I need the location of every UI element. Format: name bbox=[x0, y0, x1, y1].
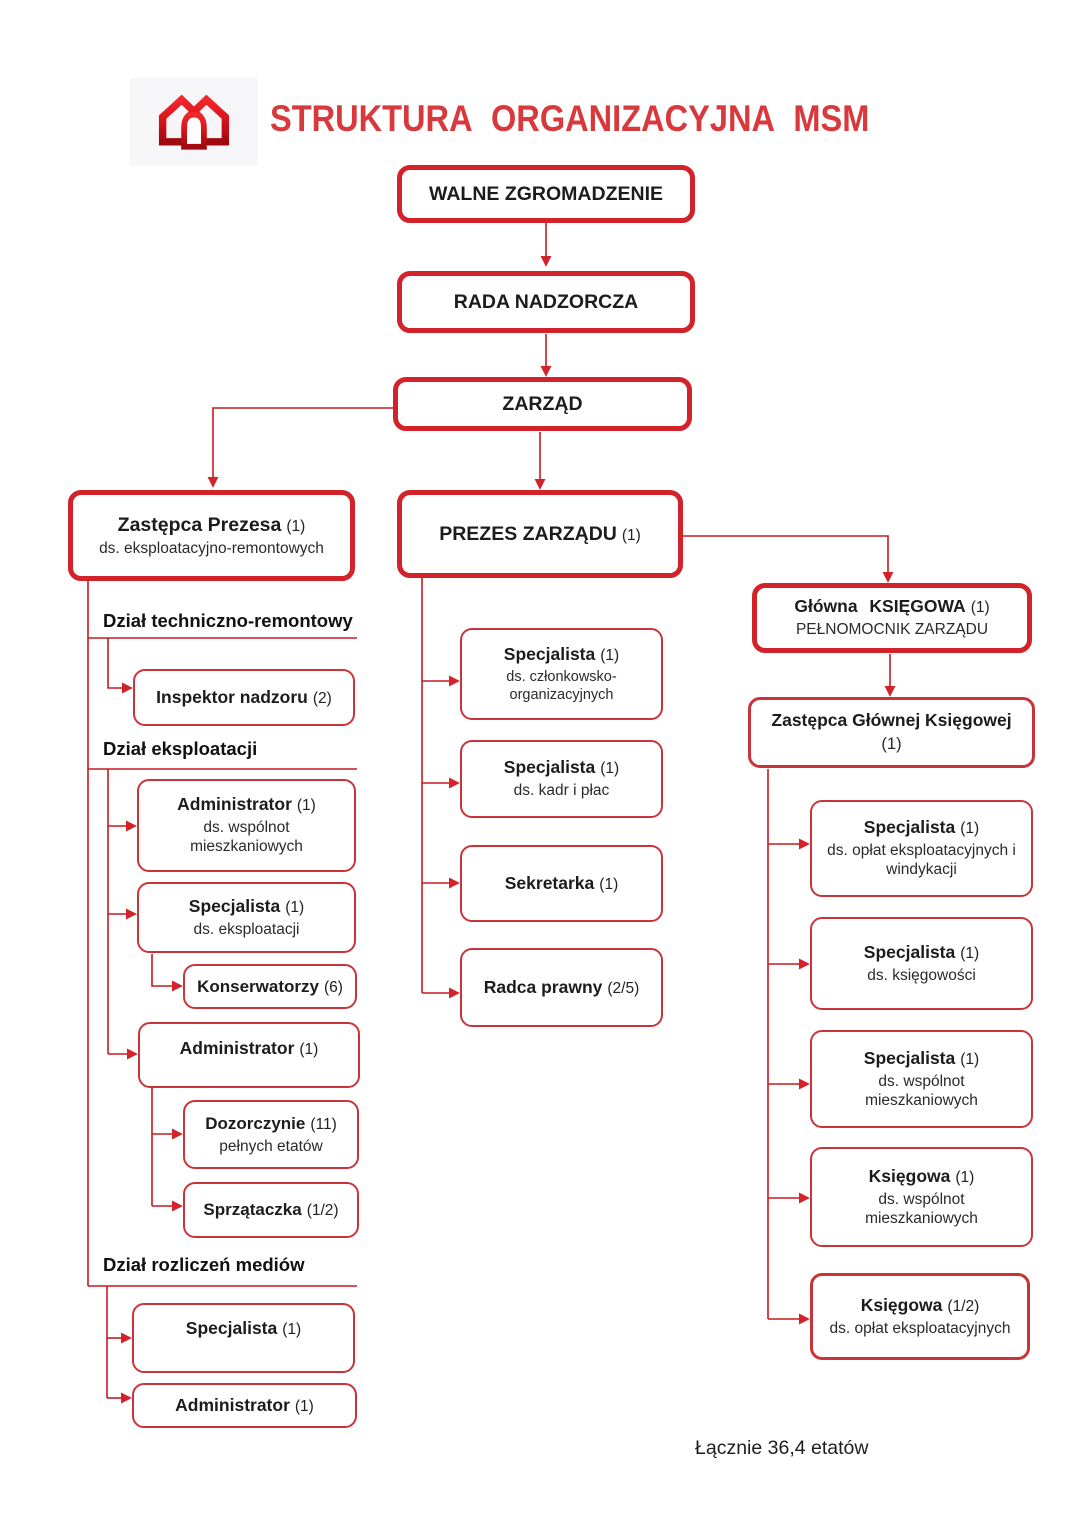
node-count: (1) bbox=[960, 944, 980, 962]
node-prezes-zarzadu: PREZES ZARZĄDU(1) bbox=[397, 490, 683, 578]
node-title: Specjalista bbox=[863, 817, 956, 838]
node-subtitle: ds. wspólnot mieszkaniowych bbox=[865, 1190, 978, 1227]
node-count: (1) bbox=[955, 1168, 975, 1186]
node-administrator-2: Administrator(1) bbox=[138, 1022, 360, 1088]
node-title: Radca prawny bbox=[483, 976, 603, 997]
node-title: Konserwatorzy bbox=[197, 976, 319, 996]
section-dzial-techniczno-remontowy: Dział techniczno-remontowy bbox=[103, 610, 353, 631]
node-administrator-wspolnot: Administrator(1) ds. wspólnot mieszkanio… bbox=[137, 779, 356, 872]
node-inspektor-nadzoru: Inspektor nadzoru(2) bbox=[133, 669, 355, 726]
node-count: (1) bbox=[881, 735, 902, 754]
node-title: ZARZĄD bbox=[502, 392, 583, 415]
node-count: (1) bbox=[600, 646, 620, 664]
node-title: Specjalista bbox=[503, 757, 596, 778]
node-count: (1) bbox=[960, 820, 980, 838]
node-sekretarka: Sekretarka(1) bbox=[460, 845, 663, 922]
node-title: Specjalista bbox=[863, 941, 956, 962]
node-radca-prawny: Radca prawny(2/5) bbox=[460, 948, 663, 1027]
node-specjalista-ksiegowosci: Specjalista(1) ds. księgowości bbox=[810, 917, 1033, 1010]
node-count: (1) bbox=[282, 1321, 302, 1338]
node-title: Specjalista bbox=[185, 1318, 278, 1338]
node-rada-nadzorcza: RADA NADZORCZA bbox=[397, 271, 695, 333]
node-subtitle: ds. eksploatacyjno-remontowych bbox=[99, 540, 324, 557]
node-title: Dozorczynie bbox=[205, 1114, 306, 1134]
node-count: (11) bbox=[310, 1116, 337, 1134]
node-title: Księgowa bbox=[860, 1294, 943, 1315]
node-subtitle: ds. wspólnot mieszkaniowych bbox=[865, 1072, 978, 1109]
node-title: Specjalista bbox=[503, 643, 596, 664]
node-count: (2) bbox=[312, 689, 332, 707]
node-specjalista-czlonkowsko: Specjalista(1) ds. członkowsko-organizac… bbox=[460, 628, 663, 720]
node-subtitle: ds. kadr i płac bbox=[513, 782, 610, 800]
node-title: Administrator bbox=[177, 794, 292, 815]
node-count: (1/2) bbox=[947, 1297, 980, 1315]
node-specjalista-mediow: Specjalista(1) bbox=[132, 1303, 355, 1373]
node-administrator-mediow: Administrator(1) bbox=[132, 1383, 357, 1428]
node-count: (1/2) bbox=[306, 1202, 339, 1220]
node-subtitle: ds. eksploatacji bbox=[193, 920, 300, 938]
node-count: (1) bbox=[285, 898, 305, 916]
node-subtitle: pełnych etatów bbox=[219, 1137, 323, 1155]
node-specjalista-kadr: Specjalista(1) ds. kadr i płac bbox=[460, 740, 663, 818]
node-subtitle: PEŁNOMOCNIK ZARZĄDU bbox=[795, 621, 989, 639]
node-subtitle: ds. opłat eksploatacyjnych i windykacji bbox=[827, 842, 1016, 879]
node-title: Specjalista bbox=[863, 1047, 956, 1068]
node-title: Księgowa bbox=[868, 1165, 951, 1186]
node-count: (1) bbox=[296, 797, 316, 815]
node-ksiegowa-wspolnot: Księgowa(1) ds. wspólnot mieszkaniowych bbox=[810, 1147, 1033, 1247]
node-specjalista-oplat: Specjalista(1) ds. opłat eksploatacyjnyc… bbox=[810, 800, 1033, 897]
node-zastepca-prezesa: Zastępca Prezesa(1) ds. eksploatacyjno-r… bbox=[68, 490, 355, 581]
node-title: WALNE ZGROMADZENIE bbox=[429, 182, 663, 205]
node-specjalista-wspolnot: Specjalista(1) ds. wspólnot mieszkaniowy… bbox=[810, 1030, 1033, 1128]
node-zastepca-glownej-ksiegowej: Zastępca Głównej Księgowej (1) bbox=[748, 697, 1035, 768]
section-dzial-eksploatacji: Dział eksploatacji bbox=[103, 738, 258, 759]
node-count: (1) bbox=[294, 1397, 314, 1415]
node-subtitle: ds. księgowości bbox=[867, 966, 976, 984]
msm-double-house-icon bbox=[158, 94, 230, 150]
node-count: (1) bbox=[600, 760, 620, 778]
node-sprzataczka: Sprzątaczka(1/2) bbox=[183, 1182, 359, 1238]
node-zarzad: ZARZĄD bbox=[393, 377, 692, 431]
section-dzial-rozliczen-mediow: Dział rozliczeń mediów bbox=[103, 1254, 305, 1275]
node-walne-zgromadzenie: WALNE ZGROMADZENIE bbox=[397, 165, 695, 223]
node-count: (2/5) bbox=[607, 979, 640, 997]
msm-logo bbox=[130, 78, 258, 166]
node-count: (1) bbox=[286, 517, 306, 535]
page-title: STRUKTURA ORGANIZACYJNA MSM bbox=[270, 98, 870, 139]
node-glowna-ksiegowa: Główna KSIĘGOWA(1) PEŁNOMOCNIK ZARZĄDU bbox=[752, 583, 1032, 653]
node-title: Sekretarka bbox=[504, 872, 595, 893]
node-subtitle: ds. wspólnot mieszkaniowych bbox=[190, 819, 303, 856]
node-specjalista-eksploatacji: Specjalista(1) ds. eksploatacji bbox=[137, 882, 356, 953]
node-title: RADA NADZORCZA bbox=[453, 290, 639, 313]
node-title: Administrator bbox=[179, 1038, 295, 1058]
node-title: Zastępca Głównej Księgowej bbox=[771, 710, 1012, 731]
node-konserwatorzy: Konserwatorzy(6) bbox=[183, 964, 357, 1009]
node-count: (1) bbox=[960, 1050, 980, 1068]
node-title: Inspektor nadzoru bbox=[156, 686, 308, 707]
node-subtitle: ds. członkowsko-organizacyjnych bbox=[506, 668, 617, 703]
total-fte-label: Łącznie 36,4 etatów bbox=[695, 1437, 869, 1459]
node-count: (1) bbox=[599, 875, 619, 893]
node-ksiegowa-oplat: Księgowa(1/2) ds. opłat eksploatacyjnych bbox=[810, 1273, 1030, 1360]
node-subtitle: ds. opłat eksploatacyjnych bbox=[829, 1319, 1011, 1337]
node-title: Sprzątaczka bbox=[203, 1200, 302, 1220]
node-dozorczynie: Dozorczynie(11) pełnych etatów bbox=[183, 1100, 359, 1169]
node-title: Specjalista bbox=[188, 895, 281, 916]
node-title: Zastępca Prezesa bbox=[117, 513, 282, 536]
node-count: (1) bbox=[621, 526, 641, 544]
node-count: (1) bbox=[299, 1041, 319, 1058]
node-title: Administrator bbox=[175, 1394, 290, 1415]
node-title: Główna KSIĘGOWA bbox=[794, 596, 966, 617]
node-count: (1) bbox=[970, 599, 990, 617]
node-title: PREZES ZARZĄDU bbox=[439, 522, 617, 545]
node-count: (6) bbox=[323, 978, 343, 996]
